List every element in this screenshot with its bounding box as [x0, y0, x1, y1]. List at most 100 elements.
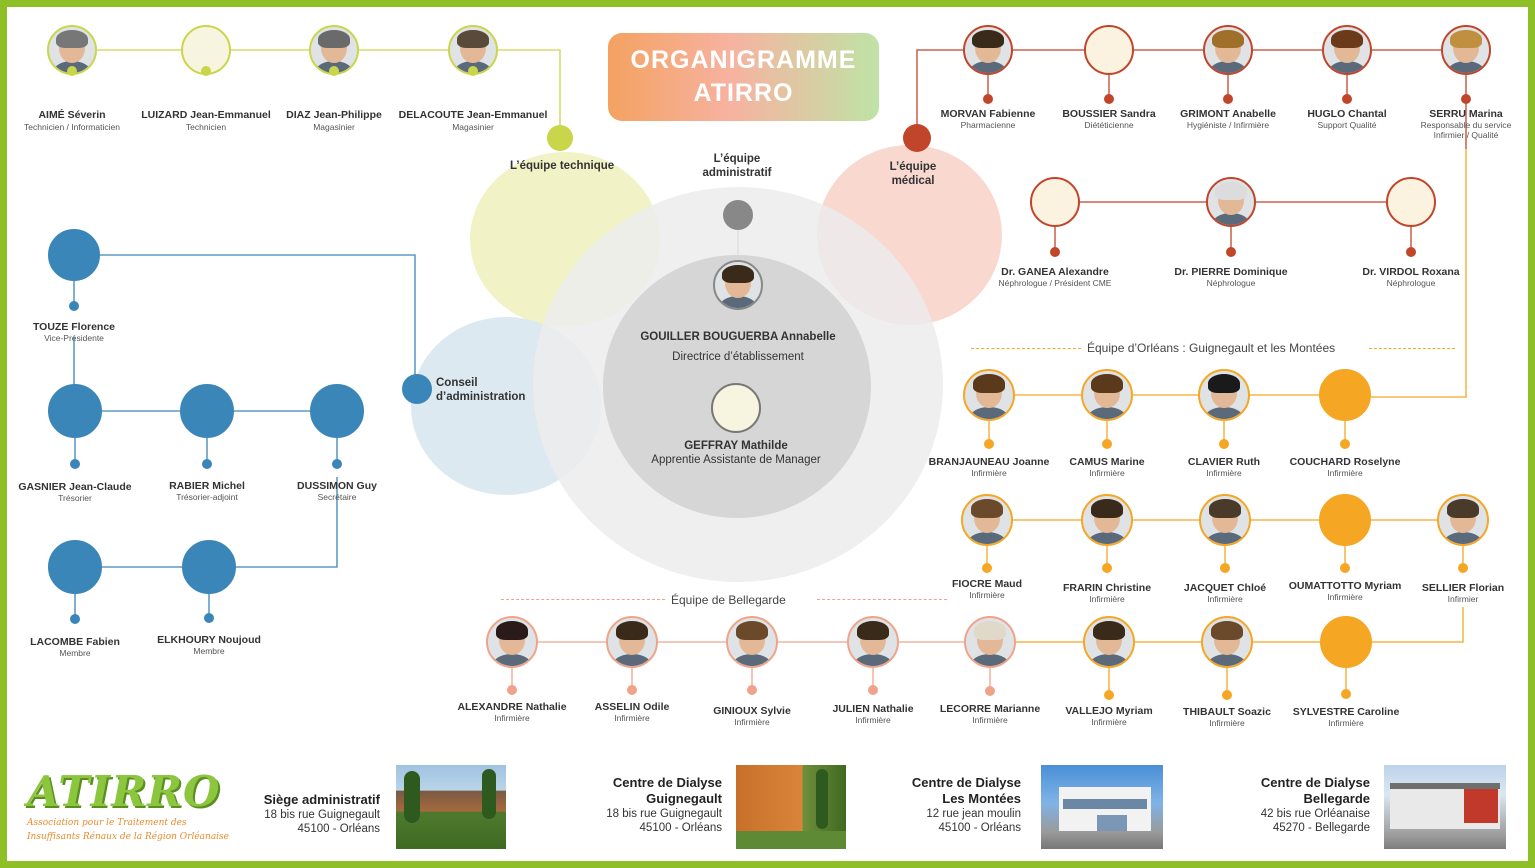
person-connector-dot	[70, 614, 80, 624]
person-role: Infirmière	[972, 715, 1008, 725]
person-photo	[180, 384, 234, 438]
person-role: Infirmière	[734, 717, 770, 727]
site-siege-address: 18 bis rue Guignegault	[264, 809, 380, 821]
site-bellegarde-city: 45270 - Bellegarde	[1272, 822, 1370, 834]
person-photo	[963, 369, 1015, 421]
site-guignegault-title-2: Guignegault	[646, 791, 722, 806]
title-line-2: ATIRRO	[693, 79, 794, 107]
connector-line	[1371, 149, 1467, 398]
person-name: TOUZE Florence	[32, 321, 116, 333]
person-name: GASNIER Jean-Claude	[18, 481, 132, 493]
person-name: HUGLO Chantal	[1307, 108, 1387, 120]
person-connector-dot	[1458, 563, 1468, 573]
section-bellegarde-title: Équipe de Bellegarde	[671, 593, 786, 607]
person-role: Infirmière	[1089, 594, 1125, 604]
person-connector-dot	[627, 685, 637, 695]
person-connector-dot	[1341, 689, 1351, 699]
connector-line	[75, 477, 338, 568]
person-role: Apprentie Assistante de Manager	[651, 454, 821, 466]
team-technique-label: L’équipe technique	[510, 160, 615, 172]
section-orleans-title: Équipe d’Orléans : Guignegault et les Mo…	[1087, 341, 1336, 355]
person-name: Dr. VIRDOL Roxana	[1362, 266, 1460, 278]
person-connector-dot	[983, 94, 993, 104]
connector-lines	[71, 49, 1467, 694]
person-name: JACQUET Chloé	[1183, 582, 1267, 594]
site-siege: Siège administratif 18 bis rue Guignegau…	[239, 792, 380, 836]
team-medical-label: L’équipe médical	[873, 160, 953, 188]
person-name: SELLIER Florian	[1421, 582, 1505, 594]
person-name: ASSELIN Odile	[594, 701, 670, 713]
site-montees: Centre de Dialyse Les Montées 12 rue jea…	[877, 775, 1021, 835]
connector-line	[916, 49, 1466, 137]
title-line-1: ORGANIGRAMME	[630, 46, 857, 74]
person-role: Infirmier	[1447, 594, 1479, 604]
site-montees-photo	[1041, 765, 1163, 849]
person-connector-dot	[747, 685, 757, 695]
person-photo	[1198, 369, 1250, 421]
team-admin-label-l2: administratif	[702, 167, 772, 179]
person-role: Magasinier	[313, 122, 355, 132]
person-connector-dot	[1340, 439, 1350, 449]
person-name: DUSSIMON Guy	[297, 480, 377, 492]
site-bellegarde-title-1: Centre de Dialyse	[1260, 775, 1370, 790]
person-photo	[711, 383, 761, 433]
person-connector-dot	[1050, 247, 1060, 257]
person-photo	[48, 229, 100, 281]
person-photo	[182, 540, 236, 594]
conseil-hub-dot	[402, 374, 432, 404]
person-name: DIAZ Jean-Philippe	[286, 109, 382, 121]
person-name: DELACOUTE Jean-Emmanuel	[398, 109, 548, 121]
site-guignegault-address: 18 bis rue Guignegault	[606, 808, 722, 820]
person-name: GRIMONT Anabelle	[1180, 108, 1276, 120]
person-photo	[1206, 177, 1256, 227]
person-role: Magasinier	[452, 122, 494, 132]
person-role: Pharmacienne	[960, 120, 1016, 130]
person-name: CAMUS Marine	[1069, 456, 1145, 468]
person-role: Hygiéniste / Infirmière	[1186, 120, 1270, 130]
person-role: Trésorier-adjoint	[176, 492, 238, 502]
connector-line	[1346, 607, 1464, 643]
person-role: Infirmière	[1327, 592, 1363, 602]
person-connector-dot	[1226, 247, 1236, 257]
section-orleans-dash-right	[1369, 348, 1455, 349]
site-bellegarde: Centre de Dialyse Bellegarde 42 bis rue …	[1224, 775, 1370, 835]
person-role: Infirmière	[1328, 718, 1364, 728]
person-photo	[1437, 494, 1489, 546]
person-name: RABIER Michel	[169, 480, 245, 492]
atirro-logo: ATIRRO Association pour le Traitement de…	[27, 767, 237, 847]
team-conseil-label-l1: Conseil	[436, 377, 478, 389]
person-connector-dot	[982, 563, 992, 573]
team-medical-label-l1: L’équipe	[889, 161, 937, 173]
person-connector-dot	[984, 439, 994, 449]
person-role: Trésorier	[58, 493, 92, 503]
person-photo	[963, 25, 1013, 75]
person-name: BOUSSIER Sandra	[1062, 108, 1156, 120]
site-bellegarde-address: 42 bis rue Orléanaise	[1260, 808, 1370, 820]
person-photo	[1199, 494, 1251, 546]
site-siege-photo	[396, 765, 506, 849]
site-guignegault: Centre de Dialyse Guignegault 18 bis rue…	[577, 775, 722, 835]
person-role: Infirmière	[614, 713, 650, 723]
person-name: JULIEN Nathalie	[832, 703, 914, 715]
person-name: MORVAN Fabienne	[940, 108, 1036, 120]
person-name: LECORRE Marianne	[939, 703, 1041, 715]
site-guignegault-city: 45100 - Orléans	[639, 822, 722, 834]
site-guignegault-photo	[736, 765, 846, 849]
team-admin-label: L’équipe administratif	[687, 152, 787, 180]
person-photo	[48, 540, 102, 594]
person-role: Infirmière	[1207, 594, 1243, 604]
person-name: Dr. GANEA Alexandre	[1001, 266, 1109, 278]
site-montees-title-1: Centre de Dialyse	[911, 775, 1021, 790]
person-photo	[1322, 25, 1372, 75]
person-role: Directrice d’établissement	[672, 351, 804, 363]
person-role: Néphrologue / Président CME	[998, 278, 1112, 288]
person-connector-dot	[1102, 439, 1112, 449]
person-name: GINIOUX Sylvie	[713, 705, 791, 717]
person-name: Dr. PIERRE Dominique	[1174, 266, 1288, 278]
site-bellegarde-title-2: Bellegarde	[1303, 791, 1370, 806]
person-photo	[1081, 369, 1133, 421]
person-photo	[1084, 25, 1134, 75]
logo-tagline-1: Association pour le Traitement des	[27, 818, 187, 828]
person-photo	[1320, 616, 1372, 668]
